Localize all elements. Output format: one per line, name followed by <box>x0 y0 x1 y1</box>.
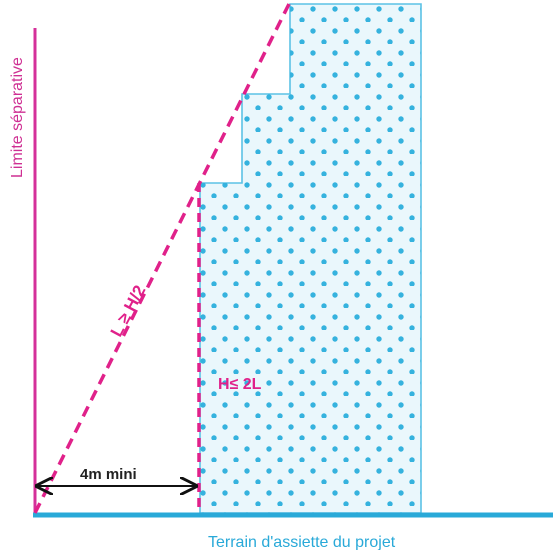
prospect-diagonal-line <box>33 3 291 514</box>
height-rule-label: H≤ 2L <box>218 376 262 393</box>
distance-rule-label: L ≥ H/2 <box>107 282 150 340</box>
building-dot-texture <box>200 4 421 513</box>
boundary-label: Limite séparative <box>9 57 26 178</box>
min-distance-label: 4m mini <box>80 466 137 483</box>
ground-label: Terrain d'assiette du projet <box>208 534 396 550</box>
